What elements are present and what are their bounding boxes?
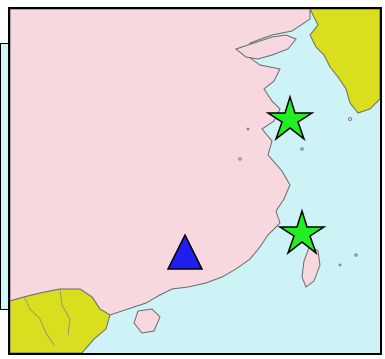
- star-icon: [265, 94, 315, 142]
- small-islands: [238, 117, 358, 267]
- korea: [309, 9, 380, 114]
- border-line: [59, 288, 71, 336]
- triangle-icon: [166, 233, 204, 270]
- taiwan: [301, 244, 321, 288]
- map-frame: [8, 7, 382, 355]
- star-icon: [277, 208, 327, 256]
- peninsula: [234, 34, 297, 60]
- map-canvas: [10, 9, 380, 353]
- southeast-asia: [10, 288, 111, 353]
- border-line: [23, 296, 55, 346]
- hainan: [133, 308, 161, 334]
